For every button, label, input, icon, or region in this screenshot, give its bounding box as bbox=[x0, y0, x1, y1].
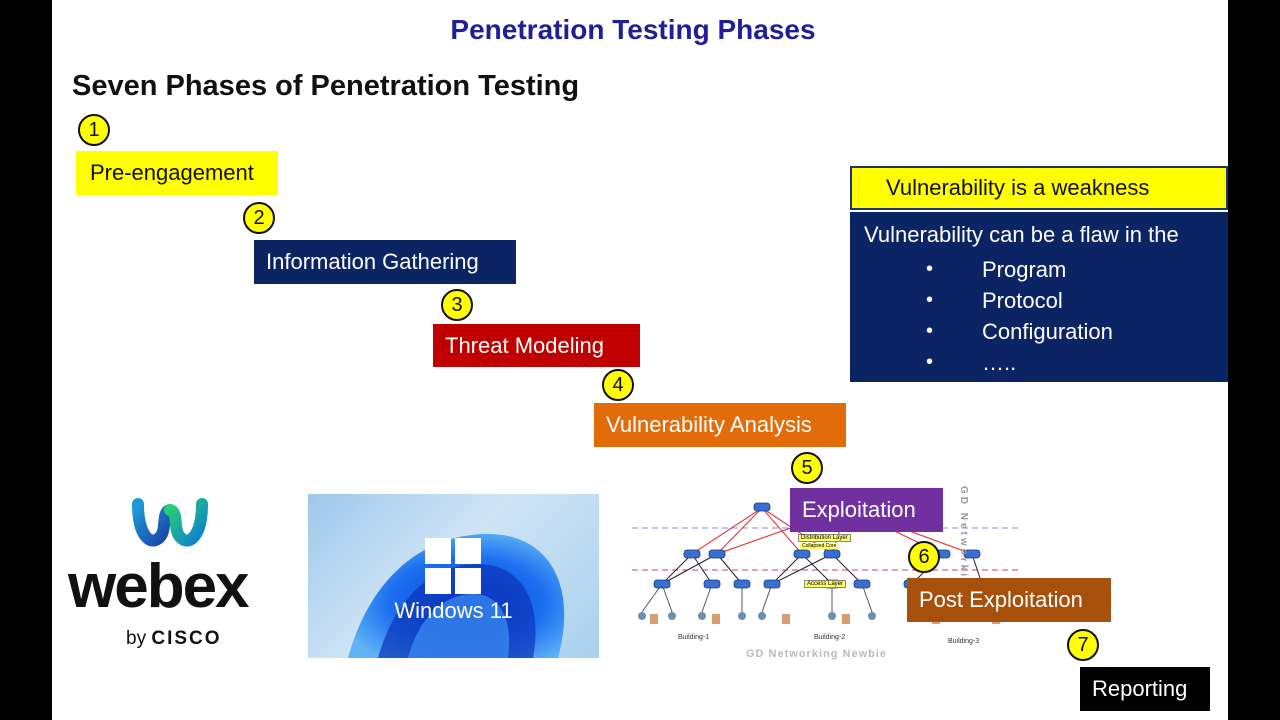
slide: Penetration Testing Phases Seven Phases … bbox=[52, 0, 1228, 720]
webex-byline: by CISCO bbox=[126, 628, 222, 649]
webex-wordmark: webex bbox=[68, 552, 250, 621]
bullet: • bbox=[926, 320, 934, 342]
vulnerability-list: •Program •Protocol •Configuration •….. bbox=[864, 254, 1228, 378]
access-layer-label: Access Layer bbox=[804, 580, 847, 588]
vulnerability-panel: Vulnerability can be a flaw in the •Prog… bbox=[850, 212, 1228, 382]
watermark-side: GD Networking Ne bbox=[958, 486, 969, 622]
phase-5-label: Exploitation bbox=[802, 497, 916, 522]
phase-1-number: 1 bbox=[78, 114, 110, 146]
phase-6-label: Post Exploitation bbox=[919, 587, 1083, 612]
list-item: •Configuration bbox=[926, 318, 1113, 344]
slide-title: Penetration Testing Phases bbox=[450, 14, 816, 45]
webex-logo: webex by CISCO bbox=[66, 490, 276, 655]
distribution-layer-label: Distribution Layer bbox=[798, 534, 851, 542]
phase-1-label: Pre-engagement bbox=[90, 160, 254, 185]
windows-11-image: Windows 11 bbox=[308, 494, 599, 658]
phase-3-box: Threat Modeling bbox=[433, 324, 640, 367]
bullet: • bbox=[926, 258, 934, 280]
phase-6-number: 6 bbox=[908, 541, 940, 573]
list-item: •Protocol bbox=[926, 287, 1063, 313]
watermark-bottom: GD Networking Newbie bbox=[746, 648, 888, 660]
phase-7-box: Reporting bbox=[1080, 667, 1210, 711]
vulnerability-intro: Vulnerability can be a flaw in the bbox=[864, 222, 1179, 247]
windows-bloom-icon bbox=[348, 534, 565, 658]
phase-2-label: Information Gathering bbox=[266, 249, 479, 274]
phase-6-box: Post Exploitation bbox=[907, 578, 1111, 622]
vulnerability-heading: Vulnerability is a weakness bbox=[850, 166, 1228, 210]
phase-4-box: Vulnerability Analysis bbox=[594, 403, 846, 447]
bullet: • bbox=[926, 351, 934, 373]
building-3-label: Building-3 bbox=[948, 638, 980, 645]
phase-3-label: Threat Modeling bbox=[445, 332, 604, 358]
list-item: •Program bbox=[926, 256, 1067, 282]
building-2-label: Building-2 bbox=[814, 634, 846, 641]
phase-1-box: Pre-engagement bbox=[76, 151, 278, 195]
phase-3-number: 3 bbox=[441, 289, 473, 321]
phase-5-number: 5 bbox=[791, 452, 823, 484]
phase-4-label: Vulnerability Analysis bbox=[606, 412, 812, 437]
phase-7-number: 7 bbox=[1067, 629, 1099, 661]
phase-5-box: Exploitation bbox=[790, 488, 943, 532]
bullet: • bbox=[926, 289, 934, 311]
building-1-label: Building-1 bbox=[678, 634, 710, 641]
windows-logo-icon bbox=[425, 538, 481, 594]
phase-7-label: Reporting bbox=[1092, 676, 1188, 701]
phase-2-number: 2 bbox=[243, 202, 275, 234]
list-item: •….. bbox=[926, 349, 1017, 375]
webex-mark-icon bbox=[132, 498, 208, 547]
collapsed-core-label: Collapsed Core bbox=[800, 543, 839, 549]
subtitle: Seven Phases of Penetration Testing bbox=[72, 70, 580, 102]
phase-2-box: Information Gathering bbox=[254, 240, 516, 284]
phase-4-number: 4 bbox=[602, 369, 634, 401]
windows-label: Windows 11 bbox=[394, 598, 513, 623]
